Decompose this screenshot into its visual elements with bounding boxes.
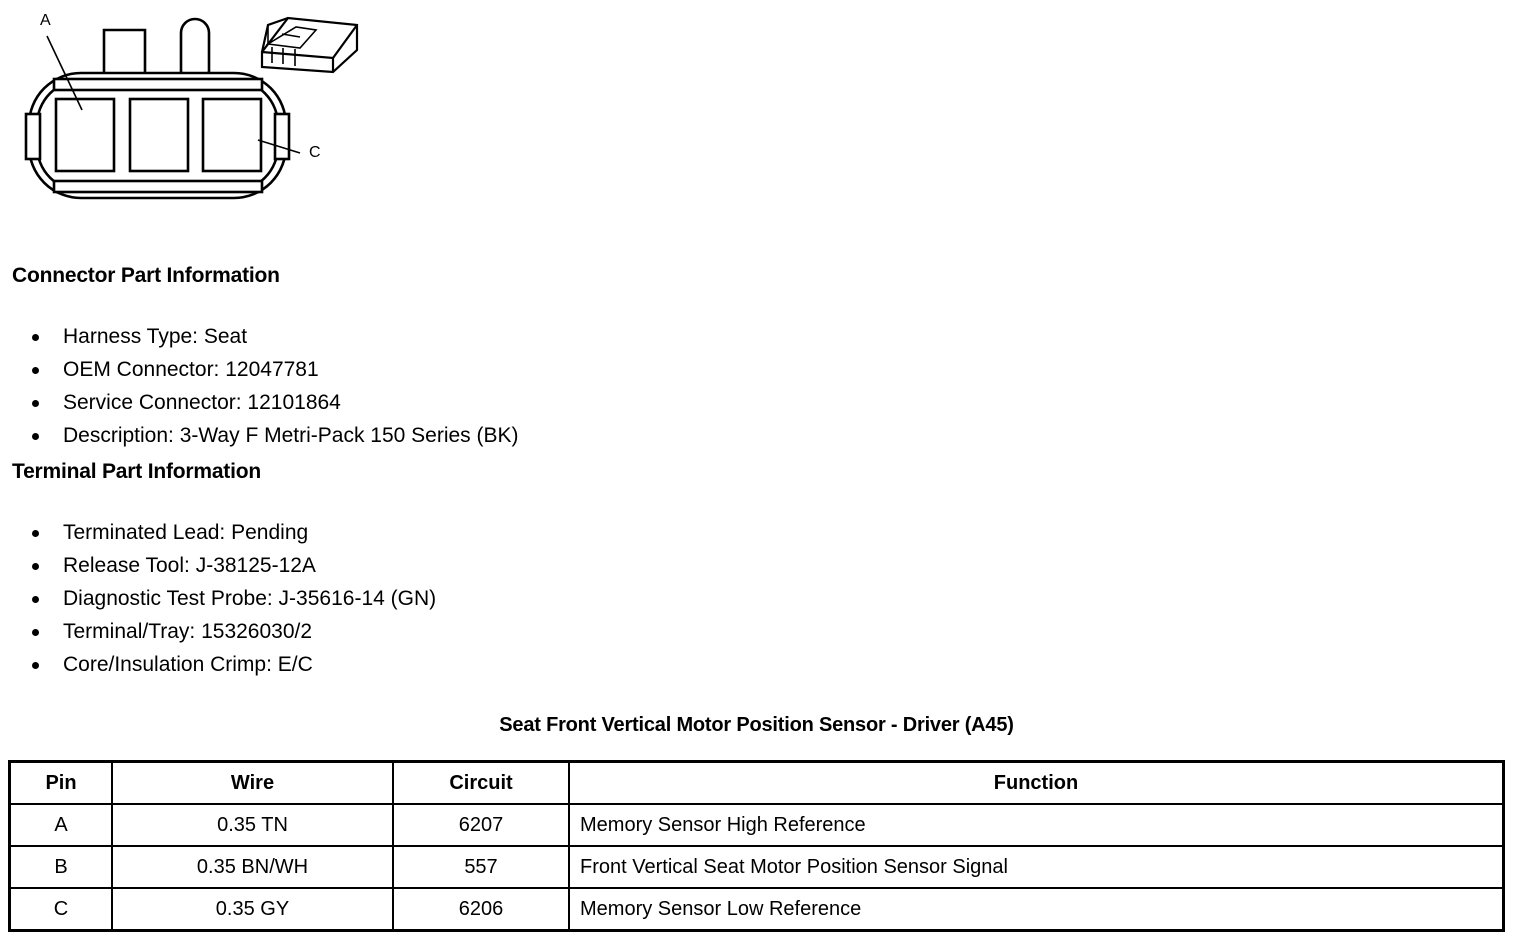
callout-label-a: A <box>40 12 51 29</box>
cell-pin: A <box>8 803 113 847</box>
connector-top-rect-tab <box>102 28 147 80</box>
table-row: A 0.35 TN 6207 Memory Sensor High Refere… <box>8 803 1505 847</box>
cell-pin: B <box>8 845 113 889</box>
cell-circuit: 6207 <box>392 803 570 847</box>
cell-circuit: 6206 <box>392 887 570 932</box>
pinout-table: Pin Wire Circuit Function A 0.35 TN 6207… <box>8 760 1505 932</box>
connector-inner-top-bar <box>52 77 264 92</box>
terminal-part-information-list: Terminated Lead: Pending Release Tool: J… <box>0 516 436 681</box>
table-row: B 0.35 BN/WH 557 Front Vertical Seat Mot… <box>8 845 1505 889</box>
list-item: Terminal/Tray: 15326030/2 <box>0 615 436 648</box>
column-header-pin: Pin <box>8 760 113 805</box>
cell-wire: 0.35 TN <box>111 803 394 847</box>
cell-function: Memory Sensor High Reference <box>568 803 1505 847</box>
cell-function: Memory Sensor Low Reference <box>568 887 1505 932</box>
table-row: C 0.35 GY 6206 Memory Sensor Low Referen… <box>8 887 1505 932</box>
list-item: Diagnostic Test Probe: J-35616-14 (GN) <box>0 582 436 615</box>
connector-right-side-tab <box>273 112 291 161</box>
list-item: OEM Connector: 12047781 <box>0 353 519 386</box>
list-item: Harness Type: Seat <box>0 320 519 353</box>
callout-label-c: C <box>309 144 321 161</box>
connector-end-view-diagram: A C <box>0 0 400 232</box>
list-item: Description: 3-Way F Metri-Pack 150 Seri… <box>0 419 519 452</box>
callout-leader-a <box>46 35 83 111</box>
connector-cavity-c <box>201 97 263 173</box>
connector-top-latch-post <box>179 17 211 90</box>
connector-cavity-b <box>128 97 190 173</box>
list-item: Release Tool: J-38125-12A <box>0 549 436 582</box>
connector-part-information-heading: Connector Part Information <box>12 264 280 287</box>
list-item: Core/Insulation Crimp: E/C <box>0 648 436 681</box>
connector-isometric-view <box>260 16 359 74</box>
column-header-wire: Wire <box>111 760 394 805</box>
cell-wire: 0.35 GY <box>111 887 394 932</box>
connector-inner-bottom-bar <box>52 179 264 194</box>
connector-cavity-a <box>54 97 116 173</box>
connector-left-side-tab <box>24 112 42 161</box>
cell-wire: 0.35 BN/WH <box>111 845 394 889</box>
cell-circuit: 557 <box>392 845 570 889</box>
cell-pin: C <box>8 887 113 932</box>
table-header-row: Pin Wire Circuit Function <box>8 760 1505 805</box>
column-header-function: Function <box>568 760 1505 805</box>
column-header-circuit: Circuit <box>392 760 570 805</box>
cell-function: Front Vertical Seat Motor Position Senso… <box>568 845 1505 889</box>
terminal-part-information-heading: Terminal Part Information <box>12 460 261 483</box>
pinout-table-title: Seat Front Vertical Motor Position Senso… <box>499 714 1014 736</box>
connector-part-information-list: Harness Type: Seat OEM Connector: 120477… <box>0 320 519 452</box>
callout-leader-c <box>257 139 301 154</box>
list-item: Service Connector: 12101864 <box>0 386 519 419</box>
list-item: Terminated Lead: Pending <box>0 516 436 549</box>
